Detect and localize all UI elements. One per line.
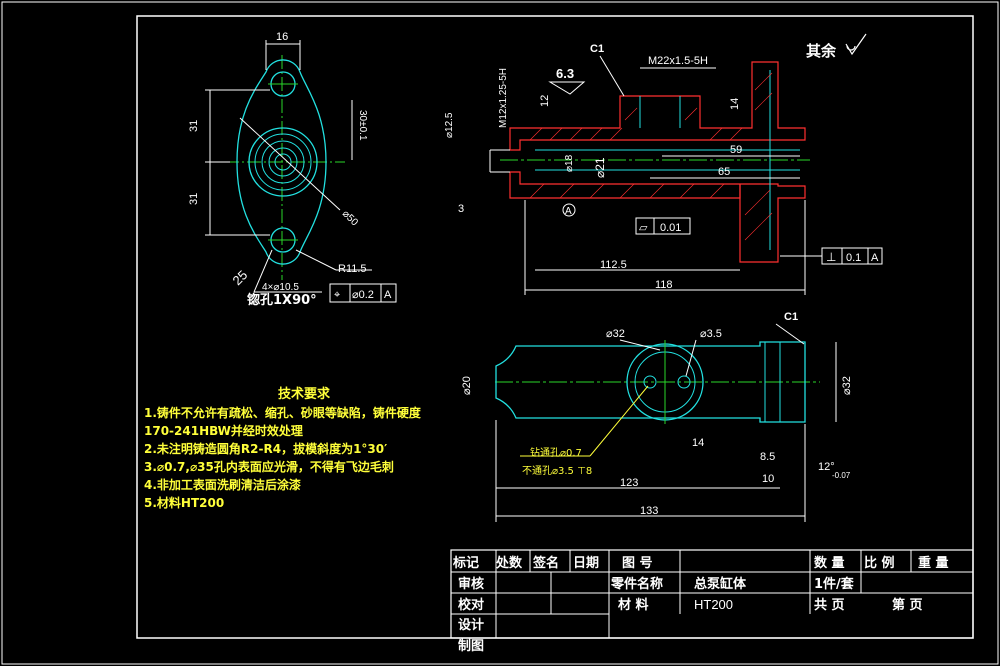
tb-sheet-no: 第 页 bbox=[892, 597, 923, 613]
thread-m12: M12x1.25-5H bbox=[498, 68, 509, 128]
tech-item-1: 1.铸件不允许有疏松、缩孔、砂眼等缺陷，铸件硬度 bbox=[144, 405, 422, 420]
dia-21: ⌀21 bbox=[593, 157, 607, 178]
tech-requirements: 技术要求 1.铸件不允许有疏松、缩孔、砂眼等缺陷，铸件硬度 170-241HBW… bbox=[144, 386, 422, 510]
dim-lower-31: 31 bbox=[188, 193, 200, 205]
dim-8-5: 8.5 bbox=[760, 451, 775, 463]
dim-14: 14 bbox=[729, 98, 741, 110]
tech-item-5: 4.非加工表面洗刷清洁后涂漆 bbox=[144, 477, 301, 492]
tb-drawing-no: 图 号 bbox=[622, 556, 653, 571]
top-view: 16 31 31 30±0.1 ⌀50 R11.5 4×⌀10.5 25 锪孔1… bbox=[188, 31, 397, 308]
dim-65: 65 bbox=[718, 166, 730, 178]
dim-radius: R11.5 bbox=[338, 263, 367, 275]
tb-check: 校对 bbox=[458, 597, 484, 613]
dim-12: 12 bbox=[539, 95, 551, 107]
roughness-symbol-icon bbox=[845, 33, 867, 56]
dim-bolt-hole: 4×⌀10.5 bbox=[262, 282, 299, 293]
bottom-outline bbox=[495, 341, 806, 423]
dim-3: 3 bbox=[458, 203, 464, 215]
dim-outer-dia: ⌀50 bbox=[340, 208, 360, 228]
tech-title: 技术要求 bbox=[278, 386, 331, 402]
dim-angle: 12° bbox=[818, 461, 835, 473]
dia-32-right: ⌀32 bbox=[841, 376, 853, 395]
dia-3-5: ⌀3.5 bbox=[700, 328, 722, 340]
section-view: C1 M22x1.5-5H 6.3 12 14 M12x1.25-5H ⌀12.… bbox=[444, 43, 883, 295]
dim-hole-30: 30±0.1 bbox=[357, 110, 368, 141]
tb-scale: 比 例 bbox=[864, 555, 895, 571]
tech-item-2: 170-241HBW并经时效处理 bbox=[144, 423, 303, 438]
dim-112-5: 112.5 bbox=[600, 259, 627, 271]
dia-20: ⌀20 bbox=[461, 376, 473, 395]
dim-width: 16 bbox=[276, 31, 288, 43]
datum-a: A bbox=[565, 206, 572, 217]
tb-quantity: 数 量 bbox=[814, 555, 845, 571]
bottom-view: ⌀32 ⌀3.5 C1 ⌀20 ⌀32 钻通孔⌀0.7 不通孔⌀3.5 ⊤8 1… bbox=[461, 311, 853, 522]
perpendicularity-value: 0.1 bbox=[846, 252, 861, 264]
roughness-63: 6.3 bbox=[556, 66, 574, 81]
dia-18: ⌀18 bbox=[564, 154, 575, 172]
tb-quantity-value: 1件/套 bbox=[814, 576, 855, 592]
tolerance-datum: A bbox=[384, 289, 392, 301]
tb-date: 日期 bbox=[573, 556, 599, 571]
dim-59: 59 bbox=[730, 144, 742, 156]
chamfer-c1-bottom: C1 bbox=[784, 311, 798, 323]
tech-item-6: 5.材料HT200 bbox=[144, 495, 224, 510]
corner-note: 其余 bbox=[806, 42, 837, 60]
tech-item-3: 2.未注明铸造圆角R2-R4，拔模斜度为1°30′ bbox=[144, 441, 387, 456]
tech-item-4: 3.⌀0.7,⌀35孔内表面应光滑，不得有飞边毛刺 bbox=[144, 459, 394, 474]
dia-32-top: ⌀32 bbox=[606, 328, 625, 340]
tb-material-label: 材 料 bbox=[618, 597, 649, 613]
tb-part-name-label: 零件名称 bbox=[610, 576, 663, 592]
tb-weight: 重 量 bbox=[918, 555, 949, 571]
tb-design: 设计 bbox=[458, 617, 484, 633]
dim-123: 123 bbox=[620, 477, 638, 489]
dim-angle-tol: -0.07 bbox=[832, 471, 851, 480]
flatness-value: 0.01 bbox=[660, 222, 681, 234]
tb-mark: 标记 bbox=[452, 555, 479, 571]
roughness-mark-icon bbox=[548, 81, 586, 95]
dim-10: 10 bbox=[762, 473, 774, 485]
chamfer-c1: C1 bbox=[590, 43, 604, 55]
dim-14-bottom: 14 bbox=[692, 437, 704, 449]
drill-note-2: 不通孔⌀3.5 ⊤8 bbox=[522, 465, 592, 477]
tb-draft: 制图 bbox=[458, 638, 484, 654]
dim-118: 118 bbox=[655, 279, 673, 291]
dim-upper-31: 31 bbox=[188, 120, 200, 132]
tb-review: 审核 bbox=[458, 576, 484, 592]
title-block: 标记 处数 签名 日期 图 号 数 量 比 例 重 量 审核 零件名称 总泵缸体… bbox=[450, 549, 974, 654]
dia-12-5: ⌀12.5 bbox=[444, 112, 455, 138]
tb-count: 处数 bbox=[495, 555, 523, 571]
counterbore-note: 锪孔1X90° bbox=[247, 292, 317, 308]
flatness-symbol-icon: ⏥ bbox=[639, 222, 648, 234]
dim-133: 133 bbox=[640, 505, 658, 517]
tb-material: HT200 bbox=[694, 597, 733, 612]
tb-sign: 签名 bbox=[532, 555, 559, 571]
tb-total-sheets: 共 页 bbox=[814, 597, 845, 613]
datum-a-marker bbox=[562, 203, 576, 217]
thread-m22: M22x1.5-5H bbox=[648, 55, 708, 67]
dim-angle-25: 25 bbox=[230, 267, 251, 288]
tb-part-name: 总泵缸体 bbox=[694, 576, 747, 592]
perpendicular-symbol-icon: ⊥ bbox=[826, 250, 836, 264]
drill-note-1: 钻通孔⌀0.7 bbox=[530, 446, 582, 459]
perpendicularity-datum: A bbox=[871, 252, 879, 264]
tolerance-value: ⌀0.2 bbox=[352, 289, 374, 301]
position-symbol-icon: ⌖ bbox=[334, 289, 340, 301]
inner-frame bbox=[136, 15, 974, 639]
